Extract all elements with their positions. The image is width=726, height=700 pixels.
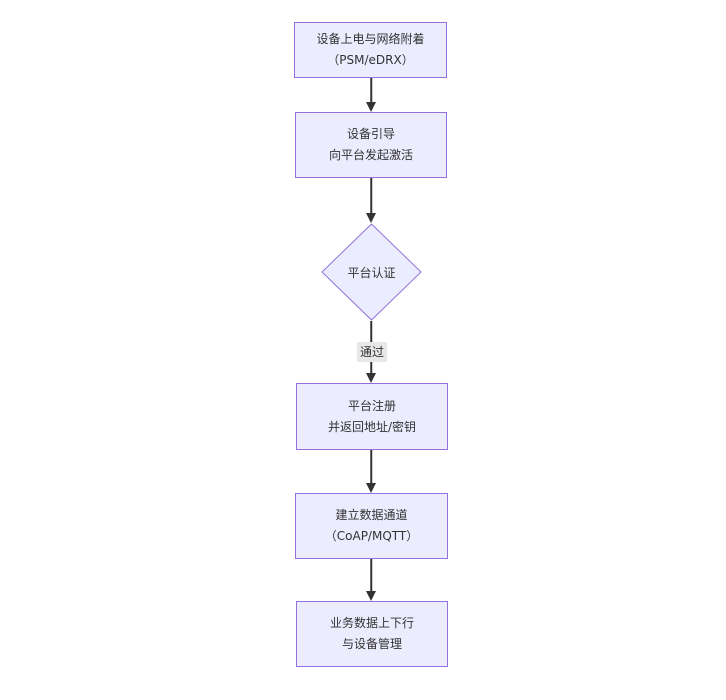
node-label: 向平台发起激活	[328, 148, 413, 162]
node-label: 业务数据上下行	[329, 616, 414, 630]
node-platform-register: 平台注册 并返回地址/密钥	[296, 383, 448, 450]
node-bootstrap: 设备引导 向平台发起激活	[295, 112, 447, 178]
arrowhead-icon	[366, 483, 376, 493]
node-data-channel: 建立数据通道 （CoAP/MQTT）	[295, 493, 448, 559]
node-power-attach: 设备上电与网络附着 （PSM/eDRX）	[294, 22, 447, 78]
node-platform-auth: 平台认证	[321, 223, 422, 321]
node-label: 设备上电与网络附着	[316, 32, 425, 46]
node-label: 设备引导	[346, 127, 395, 141]
node-label: 平台注册	[347, 398, 396, 413]
node-label: 与设备管理	[341, 637, 402, 651]
arrowhead-icon	[366, 591, 376, 601]
node-label: （CoAP/MQTT）	[324, 529, 419, 543]
flow-arrow	[365, 559, 377, 601]
node-label: 并返回地址/密钥	[327, 419, 417, 434]
node-label: 平台认证	[347, 265, 396, 280]
arrow-line	[370, 559, 372, 593]
arrow-line	[370, 78, 372, 104]
arrowhead-icon	[366, 213, 376, 223]
diamond-shape	[321, 223, 422, 321]
flow-arrow	[365, 178, 377, 223]
arrowhead-icon	[366, 373, 376, 383]
arrow-line	[370, 450, 372, 485]
flow-arrow	[365, 78, 377, 112]
edge-label-pass: 通过	[356, 342, 388, 362]
node-label: （PSM/eDRX）	[327, 53, 414, 67]
node-label: 建立数据通道	[335, 508, 408, 522]
flow-arrow	[365, 450, 377, 493]
arrowhead-icon	[366, 102, 376, 112]
arrow-line	[370, 178, 372, 215]
node-business-data: 业务数据上下行 与设备管理	[296, 601, 448, 667]
